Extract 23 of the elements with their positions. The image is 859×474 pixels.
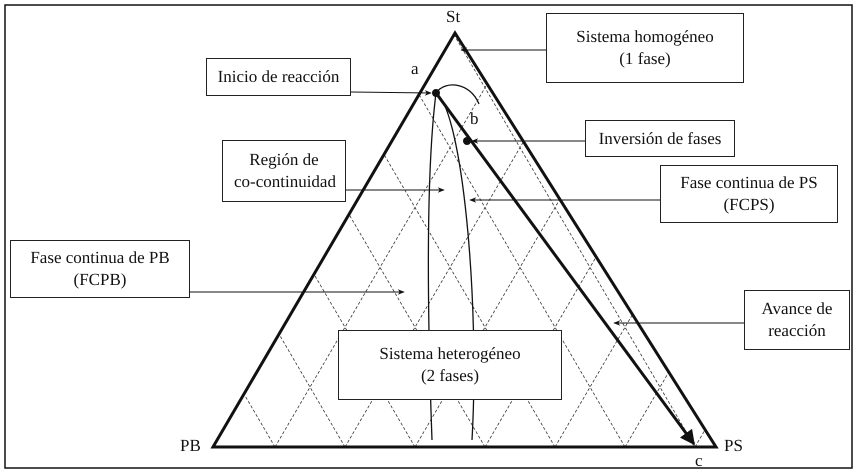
callout-box: Sistema heterogéneo (2 fases) [338,330,562,400]
leader-arrow [190,289,405,295]
callout-box: Inicio de reacción [206,58,351,96]
leader-arrow [469,197,660,203]
vertex-label: PS [724,437,743,455]
leader-arrow [471,138,586,144]
callout-box: Región de co-continuidad [222,140,346,202]
leader-arrow [350,90,432,96]
point-label: a [411,60,419,78]
leader-arrow [460,47,546,53]
leader-arrow [613,320,744,326]
leader-arrow [346,187,445,193]
point-label: b [470,110,478,128]
point-label: c [695,452,703,470]
point-marker [463,137,471,145]
callout-box: Fase continua de PS (FCPS) [660,165,838,223]
vertex-label: PB [180,437,201,455]
callout-box: Inversión de fases [585,120,735,157]
point-marker [432,89,440,97]
callout-box: Sistema homogéneo (1 fase) [546,13,744,83]
callout-box: Fase continua de PB (FCPB) [10,240,190,298]
vertex-label: St [446,8,460,26]
callout-box: Avance de reacción [744,290,850,350]
